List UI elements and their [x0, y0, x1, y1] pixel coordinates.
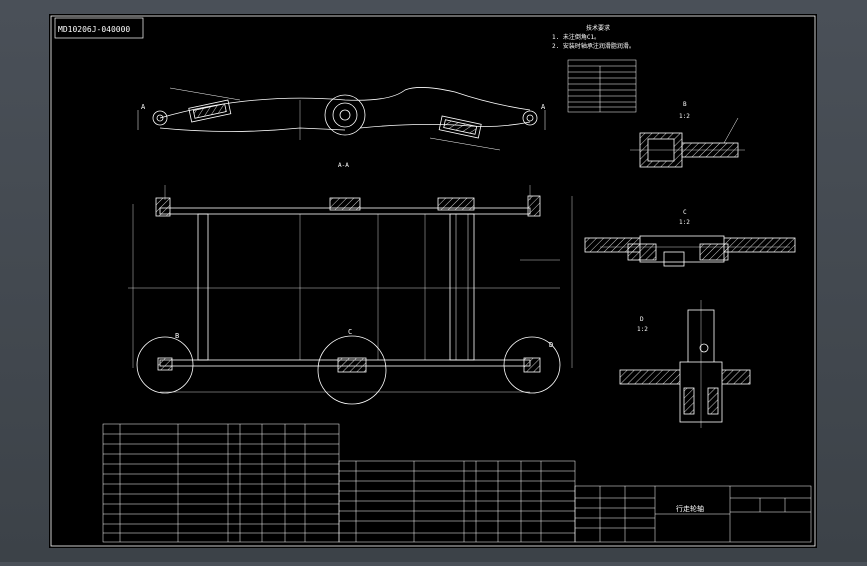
parts-list-left — [102, 423, 340, 543]
detail-d-view — [619, 300, 751, 428]
detail-mark-c: C — [348, 328, 352, 336]
svg-text:2. 安装时轴承注润滑脂润滑。: 2. 安装时轴承注润滑脂润滑。 — [552, 42, 635, 50]
svg-text:技术要求: 技术要求 — [586, 24, 610, 32]
top-linkage-view — [137, 87, 546, 151]
detail-mark-b: B — [175, 332, 179, 340]
title-code: MD10206J-040000 — [58, 25, 130, 34]
detail-mark-d: D — [549, 341, 553, 349]
parameter-table — [567, 59, 637, 113]
detail-c-scale: 1:2 — [679, 219, 690, 226]
title-code-box: MD10206J-040000 — [54, 17, 144, 39]
section-mark-a-right: A — [541, 103, 546, 111]
parts-list-middle — [338, 460, 576, 543]
detail-b-title: B — [683, 101, 687, 108]
title-block — [574, 485, 812, 543]
technical-notes: 技术要求 1. 未注倒角C1。 2. 安装时轴承注润滑脂润滑。 — [552, 24, 635, 50]
detail-d-scale: 1:2 — [637, 326, 648, 333]
svg-text:1. 未注倒角C1。: 1. 未注倒角C1。 — [552, 33, 600, 41]
detail-b-view — [630, 117, 745, 168]
main-frame-view — [128, 185, 573, 405]
drawing-sheet — [49, 14, 817, 548]
detail-d-title: D — [640, 316, 644, 323]
section-aa-label: A-A — [338, 162, 349, 169]
detail-c-view — [584, 235, 796, 267]
detail-b-scale: 1:2 — [679, 113, 690, 120]
title-block-name: 行走轮轴 — [676, 504, 704, 513]
sheet-border — [50, 15, 816, 547]
detail-c-title: C — [683, 209, 687, 216]
section-mark-a-left: A — [141, 103, 146, 111]
